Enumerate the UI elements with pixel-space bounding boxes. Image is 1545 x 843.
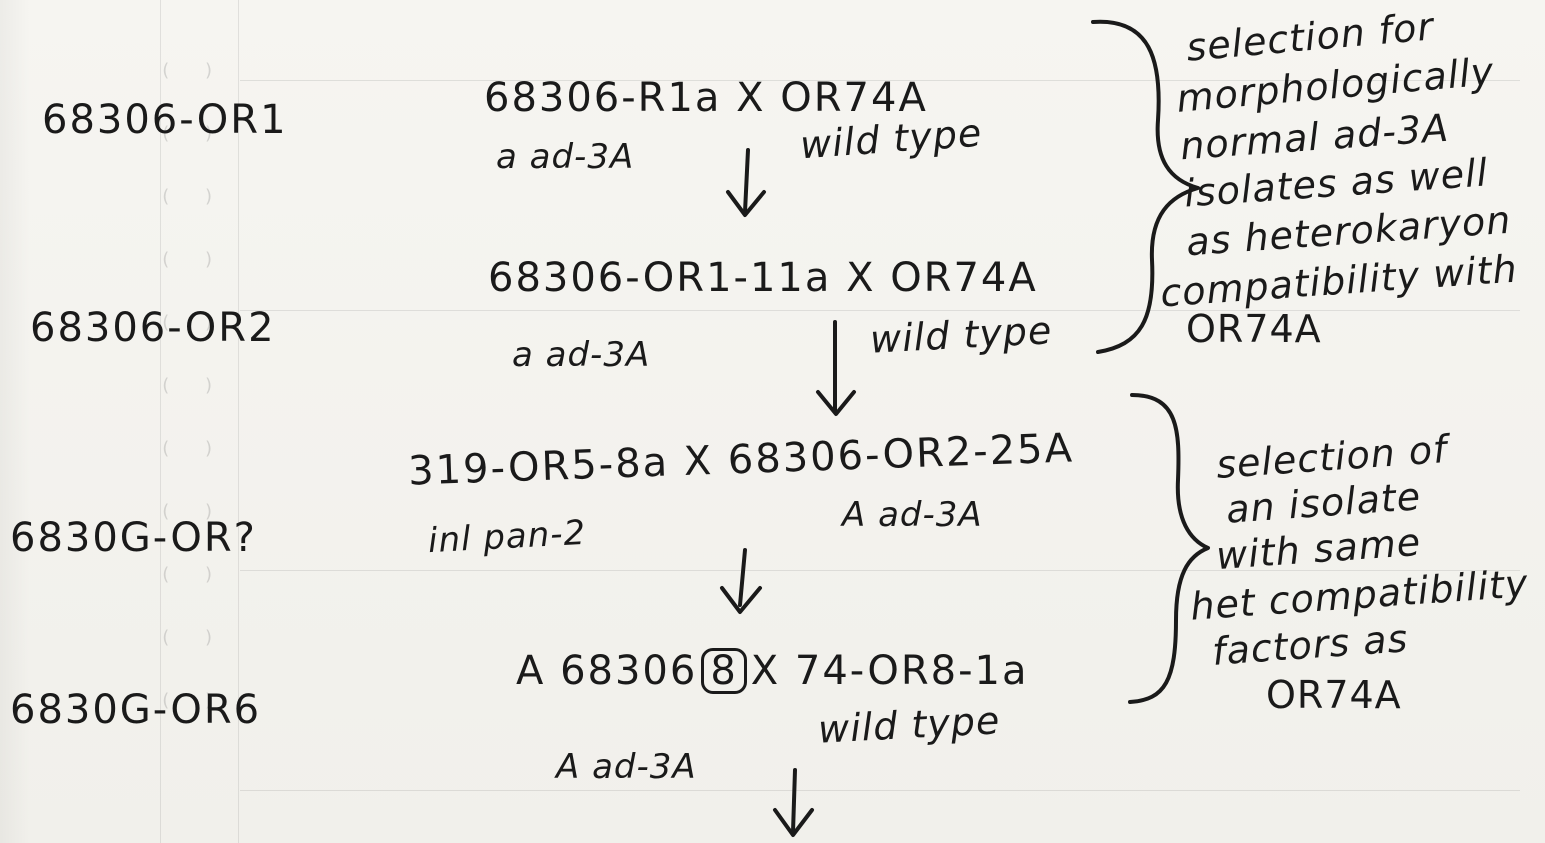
form-rule [240, 790, 1520, 791]
genotype: a ad-3A [512, 335, 651, 375]
form-rule [238, 0, 239, 843]
strain-label: 6830G-OR6 [10, 687, 262, 733]
brace [1128, 393, 1210, 704]
genotype-left: inl pan-2 [427, 512, 588, 562]
form-rule [240, 310, 1520, 311]
genotype: A ad-3A [556, 747, 697, 787]
form-rule [160, 0, 161, 843]
strain-label: 68306-OR1 [42, 97, 288, 143]
brace [1091, 19, 1200, 354]
strain-label: 68306-OR2 [30, 305, 276, 351]
form-rule [240, 570, 1520, 571]
down-arrow [791, 768, 797, 834]
cross-formula: 68306-OR1-11a X OR74A [488, 255, 1038, 301]
cross-suffix: X 74-OR8-1a [750, 648, 1029, 694]
down-arrow [738, 548, 747, 607]
genotype-right: A ad-3A [842, 495, 983, 535]
genotype: a ad-3A [496, 137, 635, 177]
circled-number: 8 [701, 648, 747, 694]
strain-label: 6830G-OR? [10, 515, 257, 561]
cross-prefix: A 68306 [516, 648, 698, 694]
cross-formula: 68306-R1a X OR74A [484, 75, 928, 121]
result-note: wild type [816, 698, 1002, 752]
down-arrow [743, 148, 750, 214]
side-note-line: OR74A [1186, 307, 1322, 351]
side-note-line: OR74A [1266, 673, 1402, 717]
result-note: wild type [868, 308, 1054, 362]
form-rule [240, 80, 1520, 81]
